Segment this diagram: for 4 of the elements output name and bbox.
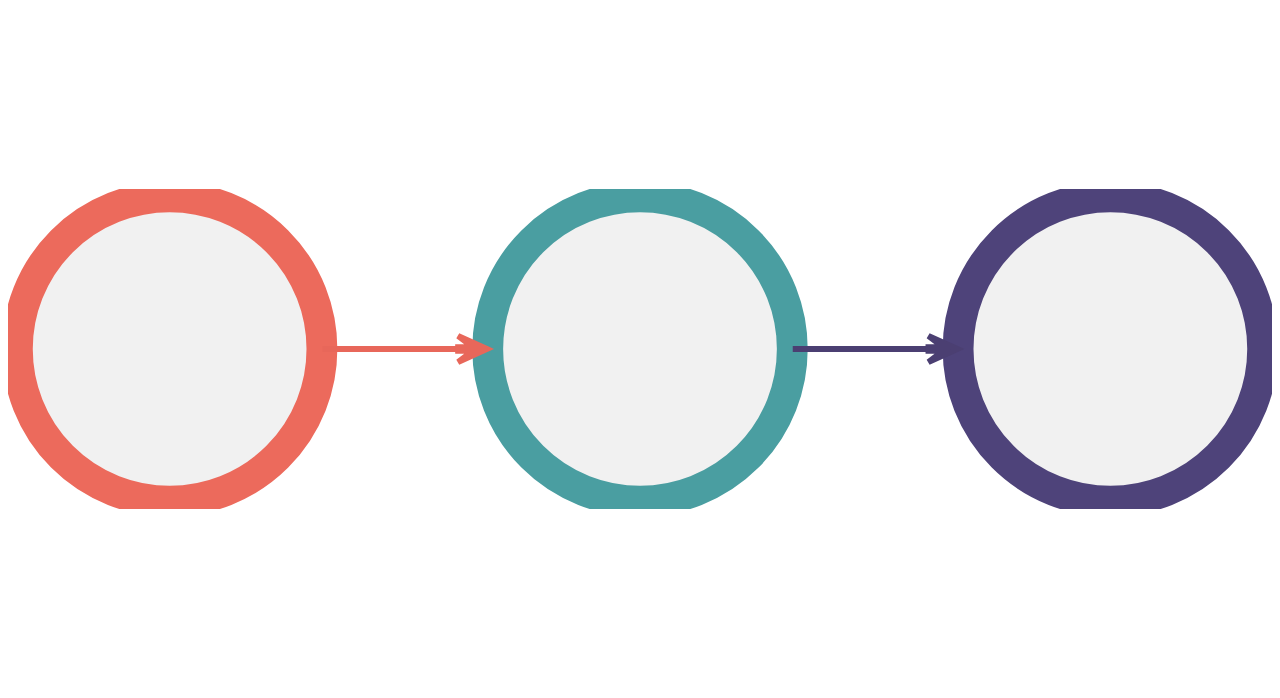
node-circle: [942, 189, 1272, 509]
arrow: [792, 333, 961, 365]
node-circle: [472, 189, 808, 509]
node-circle: [8, 189, 338, 509]
